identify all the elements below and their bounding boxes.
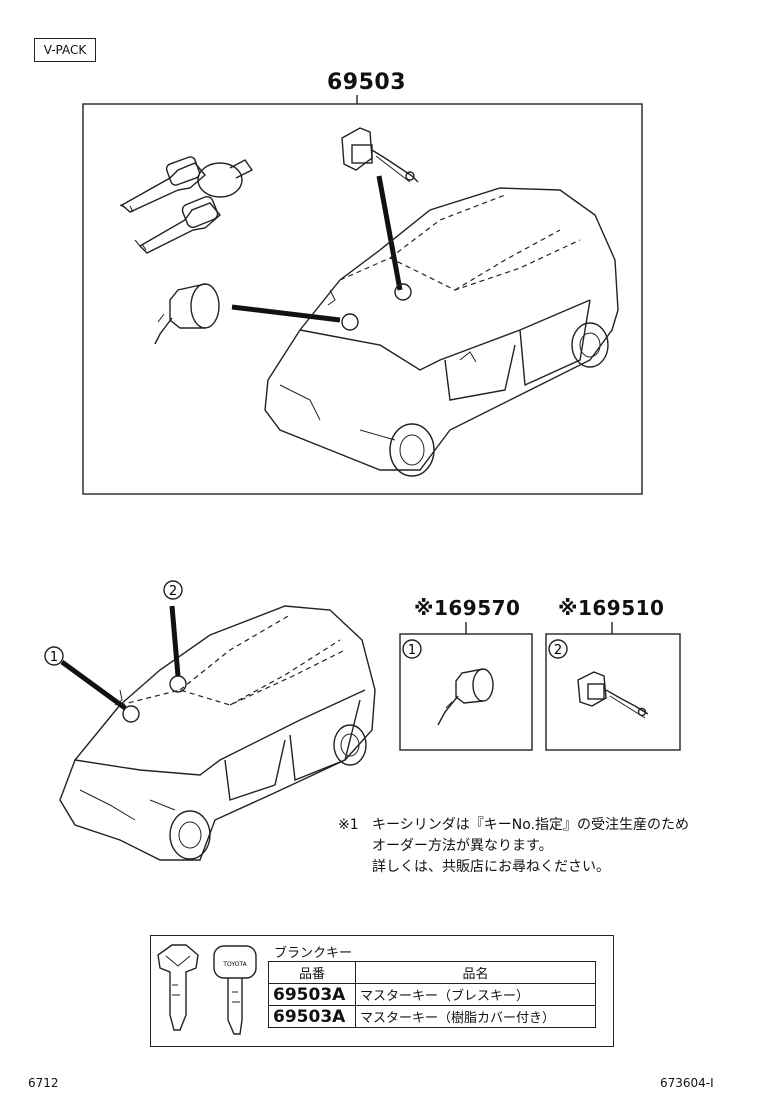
row-part-name: マスターキー（ブレスキー）: [355, 983, 596, 1006]
footer-left-code: 6712: [28, 1076, 59, 1090]
vpack-badge: V-PACK: [34, 38, 96, 62]
key-set-icon: [119, 156, 254, 254]
row-part-number: 69503A: [268, 1005, 356, 1028]
kit-part-number: 69503: [327, 70, 407, 95]
back-door-cylinder-icon: [341, 127, 419, 183]
location-callout-2: 2: [163, 580, 183, 600]
kit-frame: [82, 95, 643, 495]
door-cylinder-ref: 1: [408, 643, 416, 658]
callout-1-label: 1: [50, 650, 58, 665]
blank-key-table: 品番 品名 69503A マスターキー（ブレスキー） 69503A マスターキー…: [268, 961, 596, 1028]
note-line-2: オーダー方法が異なります。: [372, 838, 553, 854]
back-door-cylinder-box: 2: [545, 622, 681, 751]
header-part-number: 品番: [268, 961, 356, 984]
car-illustration-kit: [264, 187, 619, 477]
note-line-3: 詳しくは、共販店にお尋ねください。: [372, 859, 610, 875]
footer-right-code: 673604-I: [660, 1076, 714, 1090]
table-row: 69503A マスターキー（ブレスキー）: [268, 983, 596, 1006]
row-part-name: マスターキー（樹脂カバー付き）: [355, 1005, 596, 1028]
table-header-row: 品番 品名: [268, 961, 596, 984]
door-cylinder-part-number: ※169570: [414, 596, 521, 620]
door-cylinder-icon: [154, 283, 220, 345]
back-door-cylinder-part-number: ※169510: [558, 596, 665, 620]
callout-2-label: 2: [169, 584, 177, 599]
blank-key-table-frame: [150, 935, 614, 1047]
note-line-1: キーシリンダは『キーNo.指定』の受注生産のため: [372, 817, 689, 833]
blank-key-illustrations: TOYOTA: [157, 944, 257, 1035]
location-callout-1: 1: [44, 646, 64, 666]
leader-lines: [231, 175, 412, 331]
car-illustration-locations: [59, 605, 376, 861]
back-door-cylinder-ref: 2: [554, 643, 562, 658]
header-part-name: 品名: [355, 961, 596, 984]
note-mark: ※1: [338, 817, 359, 833]
key-logo: TOYOTA: [222, 961, 247, 968]
table-row: 69503A マスターキー（樹脂カバー付き）: [268, 1005, 596, 1028]
blank-key-title: ブランクキー: [274, 946, 353, 961]
door-cylinder-box: 1: [399, 622, 533, 751]
row-part-number: 69503A: [268, 983, 356, 1006]
